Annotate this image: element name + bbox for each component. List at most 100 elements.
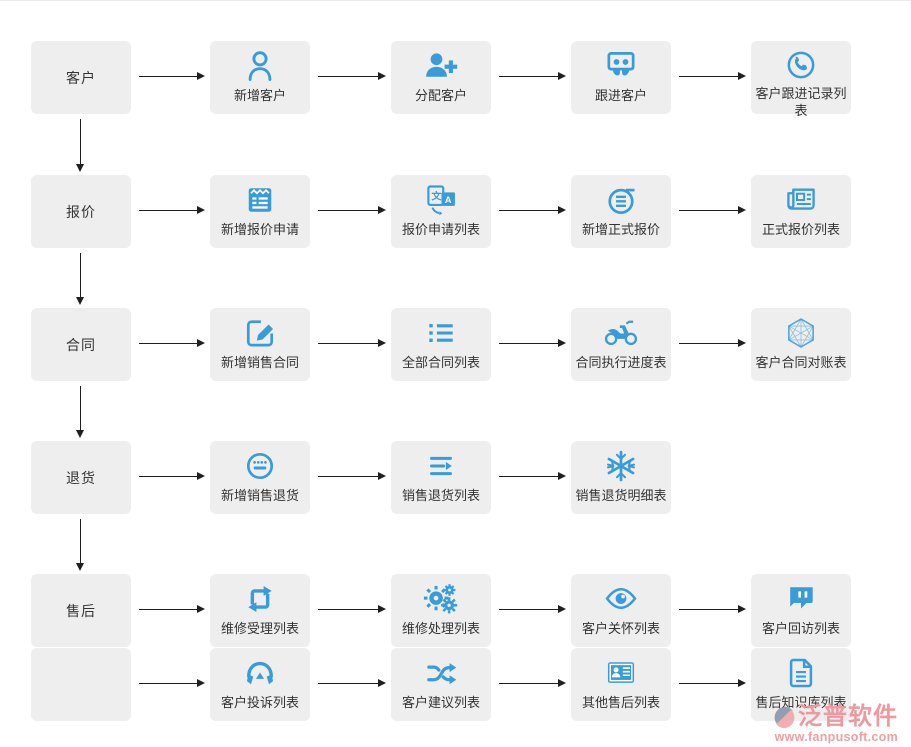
step-label: 维修受理列表	[220, 621, 299, 636]
step-label: 跟进客户	[594, 88, 647, 103]
step-box-r3-c2[interactable]: 全部合同列表	[391, 308, 491, 381]
step-box-r5-c4[interactable]: 客户回访列表	[751, 574, 851, 647]
step-label: 新增销售退货	[220, 488, 299, 503]
step-box-r6-c3[interactable]: 其他售后列表	[571, 648, 671, 721]
file-text-icon	[782, 654, 820, 692]
step-label: 新增客户	[233, 88, 286, 103]
hexagon-wireframe-icon	[782, 314, 820, 352]
step-box-r1-c1[interactable]: 新增客户	[210, 41, 310, 114]
stage-label: 报价	[66, 203, 96, 220]
flow-arrow-right	[499, 72, 566, 81]
stage-box-r1: 客户	[31, 41, 131, 114]
step-box-r3-c3[interactable]: 合同执行进度表	[571, 308, 671, 381]
flow-arrow-right	[318, 339, 386, 348]
step-label: 维修处理列表	[401, 621, 480, 636]
keyboard-circle-icon	[241, 447, 279, 485]
flow-arrow-right	[139, 72, 205, 81]
headphones-icon	[241, 654, 279, 692]
step-box-r1-c3[interactable]: 跟进客户	[571, 41, 671, 114]
list-icon	[422, 314, 460, 352]
flow-arrow-down	[76, 519, 85, 571]
step-box-r4-c3[interactable]: 销售退货明细表	[571, 441, 671, 514]
flow-arrow-right	[499, 679, 566, 688]
flow-arrow-right	[499, 605, 566, 614]
stage-label: 客户	[66, 69, 96, 86]
stage-box-r6	[31, 648, 131, 721]
flow-arrow-right	[318, 605, 386, 614]
snowflake-icon	[602, 447, 640, 485]
user-plus-icon	[422, 47, 460, 85]
lines-arrow-icon	[422, 447, 460, 485]
stage-box-r2: 报价	[31, 175, 131, 248]
newspaper-icon	[782, 181, 820, 219]
flow-arrow-right	[318, 206, 386, 215]
flow-arrow-right	[679, 339, 746, 348]
stage-box-r3: 合同	[31, 308, 131, 381]
user-icon	[241, 47, 279, 85]
stage-label: 售后	[66, 602, 96, 619]
flow-arrow-right	[139, 605, 205, 614]
stage-label: 退货	[66, 469, 96, 486]
phone-bubble-icon	[782, 47, 820, 83]
stage-box-r4: 退货	[31, 441, 131, 514]
step-label: 合同执行进度表	[575, 355, 667, 370]
step-label: 客户回访列表	[761, 621, 840, 636]
step-box-r2-c4[interactable]: 正式报价列表	[751, 175, 851, 248]
step-label: 新增销售合同	[220, 355, 299, 370]
flow-arrow-right	[679, 72, 746, 81]
flow-arrow-down	[76, 386, 85, 438]
step-label: 销售退货列表	[401, 488, 480, 503]
step-box-r2-c1[interactable]: 新增报价申请	[210, 175, 310, 248]
step-label: 客户合同对账表	[755, 355, 847, 370]
step-box-r3-c1[interactable]: 新增销售合同	[210, 308, 310, 381]
step-label: 其他售后列表	[581, 695, 660, 710]
step-box-r1-c2[interactable]: 分配客户	[391, 41, 491, 114]
step-label: 售后知识库列表	[755, 695, 847, 710]
step-box-r1-c4[interactable]: 客户跟进记录列表	[751, 41, 851, 118]
watermark-brand: 泛普软件	[798, 703, 898, 730]
step-label: 全部合同列表	[401, 355, 480, 370]
step-box-r6-c2[interactable]: 客户建议列表	[391, 648, 491, 721]
step-box-r4-c1[interactable]: 新增销售退货	[210, 441, 310, 514]
step-label: 新增报价申请	[220, 222, 299, 237]
flow-arrow-right	[139, 679, 205, 688]
flow-arrow-right	[318, 472, 386, 481]
step-box-r5-c3[interactable]: 客户关怀列表	[571, 574, 671, 647]
step-label: 客户建议列表	[401, 695, 480, 710]
step-label: 客户关怀列表	[581, 621, 660, 636]
step-box-r4-c2[interactable]: 销售退货列表	[391, 441, 491, 514]
step-label: 正式报价列表	[761, 222, 840, 237]
note-list-icon	[241, 181, 279, 219]
stage-box-r5: 售后	[31, 574, 131, 647]
flow-arrow-right	[499, 339, 566, 348]
retweet-icon	[241, 580, 279, 618]
step-label: 分配客户	[414, 88, 467, 103]
chat-bubble-icon	[782, 580, 820, 618]
flow-arrow-right	[679, 679, 746, 688]
step-label: 客户投诉列表	[220, 695, 299, 710]
stage-label: 合同	[66, 336, 96, 353]
presentation-audience-icon	[602, 47, 640, 85]
svg-text:文: 文	[432, 190, 442, 203]
flow-arrow-right	[679, 206, 746, 215]
flow-arrow-right	[139, 206, 205, 215]
step-box-r5-c1[interactable]: 维修受理列表	[210, 574, 310, 647]
watermark-url: www.fanpusoft.com	[774, 730, 898, 744]
step-box-r2-c3[interactable]: 新增正式报价	[571, 175, 671, 248]
flow-arrow-right	[679, 605, 746, 614]
fanpu-watermark: 泛普软件 www.fanpusoft.com	[772, 704, 898, 745]
flow-arrow-right	[139, 339, 205, 348]
edit-icon	[241, 314, 279, 352]
flow-arrow-down	[76, 253, 85, 305]
step-box-r3-c4[interactable]: 客户合同对账表	[751, 308, 851, 381]
flow-arrow-right	[318, 72, 386, 81]
step-box-r6-c4[interactable]: 售后知识库列表	[751, 648, 851, 721]
step-label: 销售退货明细表	[575, 488, 667, 503]
flow-arrow-right	[318, 679, 386, 688]
step-box-r5-c2[interactable]: 维修处理列表	[391, 574, 491, 647]
step-box-r6-c1[interactable]: 客户投诉列表	[210, 648, 310, 721]
watermark-top-row: 泛普软件	[772, 704, 898, 730]
